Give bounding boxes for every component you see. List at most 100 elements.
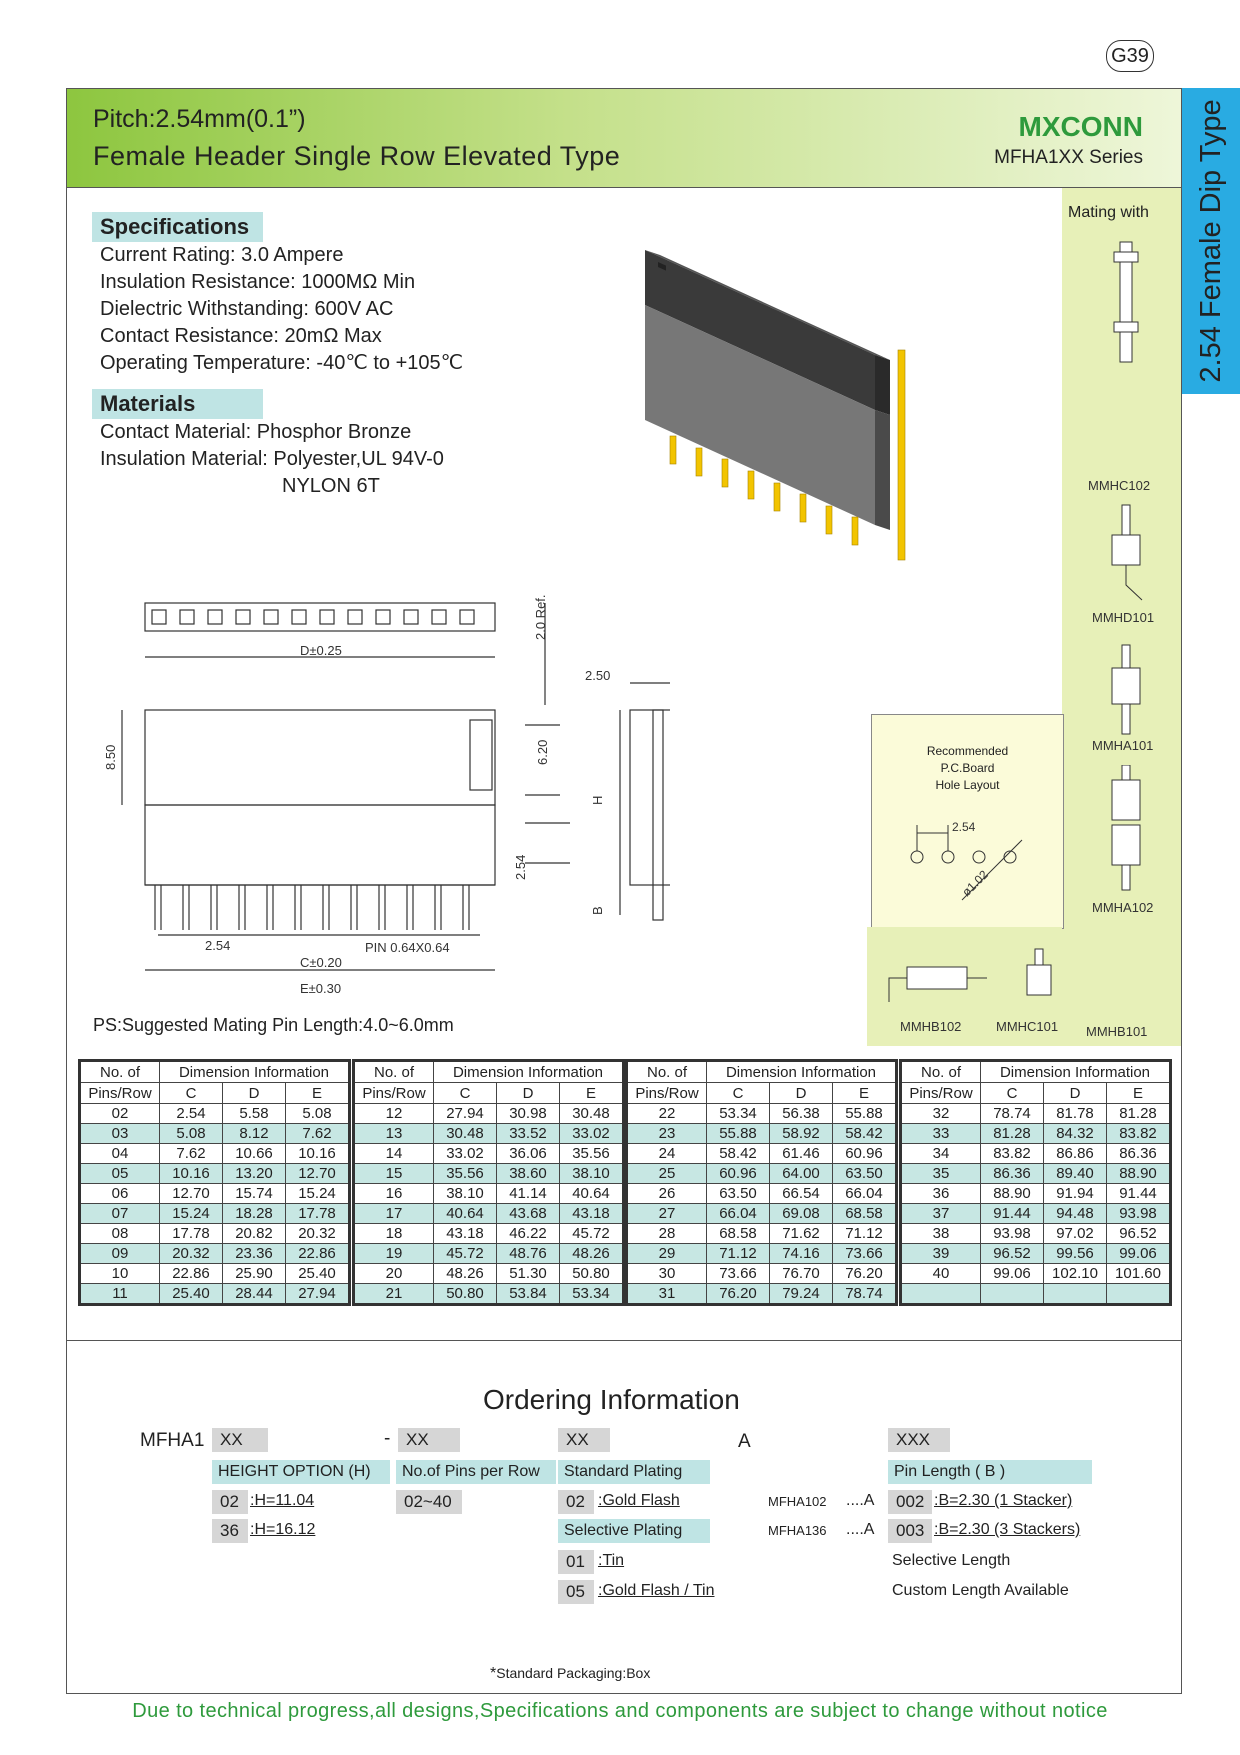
table-cell: 79.24 xyxy=(769,1283,833,1305)
table-cell: 36.06 xyxy=(496,1143,560,1164)
table-cell: 13 xyxy=(353,1123,434,1144)
table-cell: 24 xyxy=(626,1143,707,1164)
table-cell: 11 xyxy=(79,1283,160,1305)
pin-length-label: Pin Length ( B ) xyxy=(888,1460,1092,1484)
model-row-mfha136: MFHA136 xyxy=(768,1523,827,1538)
mating-part-icon xyxy=(1113,241,1139,363)
selective-plating-label: Selective Plating xyxy=(558,1519,710,1543)
table-cell: 25.40 xyxy=(159,1283,223,1305)
table-cell: 19 xyxy=(353,1243,434,1264)
table-cell: 35 xyxy=(900,1163,981,1184)
pin-length-value-002: :B=2.30 (1 Stacker) xyxy=(934,1492,1073,1509)
table-cell: 96.52 xyxy=(1106,1223,1171,1244)
table-cell: 30.98 xyxy=(496,1103,560,1124)
table-cell: 102.10 xyxy=(1043,1263,1107,1284)
col-d-header: D xyxy=(1043,1082,1107,1104)
dim-pin-label: PIN 0.64X0.64 xyxy=(365,940,450,955)
side-tab-label: 2.54 Female Dip Type xyxy=(1195,99,1227,383)
table-cell: 50.80 xyxy=(433,1283,497,1305)
table-cell: 63.50 xyxy=(832,1163,897,1184)
table-cell: 94.48 xyxy=(1043,1203,1107,1224)
dim-ref-label: 2.0 Ref. xyxy=(533,595,548,640)
pins-range: 02~40 xyxy=(396,1490,462,1514)
table-cell: 99.06 xyxy=(1106,1243,1171,1264)
table-cell: 55.88 xyxy=(706,1123,770,1144)
table-cell: 22.86 xyxy=(285,1243,350,1264)
table-cell: 71.62 xyxy=(769,1223,833,1244)
table-cell: 76.20 xyxy=(832,1263,897,1284)
table-cell: 25.40 xyxy=(285,1263,350,1284)
table-cell: 48.26 xyxy=(433,1263,497,1284)
table-cell: 28.44 xyxy=(222,1283,286,1305)
table-cell: 15 xyxy=(353,1163,434,1184)
table-cell: 93.98 xyxy=(980,1223,1044,1244)
table-cell: 41.14 xyxy=(496,1183,560,1204)
table-cell: 91.44 xyxy=(1106,1183,1171,1204)
title-pitch: Pitch:2.54mm(0.1”) xyxy=(93,105,306,133)
table-cell: 28 xyxy=(626,1223,707,1244)
col-e-header: E xyxy=(1106,1082,1171,1104)
table-cell: 81.28 xyxy=(1106,1103,1171,1124)
col-group-header: Dimension Information xyxy=(159,1060,350,1083)
model-row-mfha102: MFHA102 xyxy=(768,1494,827,1509)
pcb-layout-panel: Recommended P.C.Board Hole Layout 2.54 ø… xyxy=(871,714,1064,929)
mating-label-mmha101: MMHA101 xyxy=(1092,738,1154,753)
table-cell: 30.48 xyxy=(559,1103,624,1124)
dim-254-vertical-label: 2.54 xyxy=(513,855,528,880)
specifications-heading: Specifications xyxy=(92,212,263,242)
table-cell: 38.60 xyxy=(496,1163,560,1184)
table-cell: 20.32 xyxy=(159,1243,223,1264)
standard-plating-label: Standard Plating xyxy=(558,1460,710,1484)
mating-label-mmhb102: MMHB102 xyxy=(900,1019,962,1034)
col-group-header: Dimension Information xyxy=(706,1060,897,1083)
dim-850-label: 8.50 xyxy=(103,745,118,770)
table-cell: 55.88 xyxy=(832,1103,897,1124)
mating-label-mmhc101: MMHC101 xyxy=(996,1019,1059,1034)
table-cell: 64.00 xyxy=(769,1163,833,1184)
dim-c-label: C±0.20 xyxy=(300,955,342,970)
col-e-header: E xyxy=(559,1082,624,1104)
table-cell: 38.10 xyxy=(433,1183,497,1204)
table-cell: 5.08 xyxy=(159,1123,223,1144)
table-cell: 12.70 xyxy=(159,1183,223,1204)
pin-length-code-003: 003 xyxy=(888,1519,932,1543)
table-cell: 60.96 xyxy=(706,1163,770,1184)
col-e-header: E xyxy=(285,1082,350,1104)
table-cell: 12.70 xyxy=(285,1163,350,1184)
col-c-header: C xyxy=(706,1082,770,1104)
mating-bottom-panel: MMHB102 MMHC101 xyxy=(867,927,1062,1046)
col-c-header: C xyxy=(433,1082,497,1104)
table-cell: 10.66 xyxy=(222,1143,286,1164)
col-d-header: D xyxy=(769,1082,833,1104)
order-pins-code: XX xyxy=(398,1428,460,1452)
order-dash: - xyxy=(384,1428,391,1449)
table-cell: 81.78 xyxy=(1043,1103,1107,1124)
table-cell: 88.90 xyxy=(980,1183,1044,1204)
table-cell: 78.74 xyxy=(980,1103,1044,1124)
pcb-title-line: P.C.Board xyxy=(940,761,995,775)
table-cell: 71.12 xyxy=(706,1243,770,1264)
table-cell: 68.58 xyxy=(832,1203,897,1224)
col-e-header: E xyxy=(832,1082,897,1104)
table-cell: 7.62 xyxy=(159,1143,223,1164)
plating-gold-flash-tin: :Gold Flash / Tin xyxy=(598,1582,715,1599)
plating-code-05: 05 xyxy=(558,1580,594,1604)
table-cell: 39 xyxy=(900,1243,981,1264)
technical-drawing: D±0.25 2.0 Ref. 8.50 6.20 2.54 2.50 H B … xyxy=(103,595,670,996)
table-cell: 97.02 xyxy=(1043,1223,1107,1244)
page-number: G39 xyxy=(1106,40,1154,72)
model-row-suffix: ....A xyxy=(846,1521,875,1538)
